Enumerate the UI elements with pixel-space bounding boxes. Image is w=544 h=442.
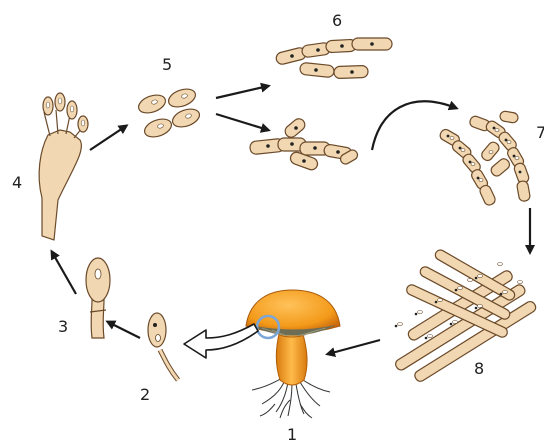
stage-label-6: 6 [332, 11, 342, 30]
stage-label-2: 2 [140, 385, 150, 404]
mature-basidium [39, 93, 88, 240]
stage-label-3: 3 [58, 317, 68, 336]
arrow-5-to-6b [216, 114, 268, 130]
arrow-2-to-3 [108, 322, 140, 338]
arrow-3-to-4 [52, 252, 76, 294]
stage-label-4: 4 [12, 173, 22, 192]
hollow-arrow [184, 324, 258, 358]
mycelium-network [394, 248, 538, 383]
basidiospore-germinating [148, 313, 178, 380]
arrow-4-to-5 [90, 126, 126, 150]
stage-label-8: 8 [474, 359, 484, 378]
young-basidium [86, 258, 110, 338]
stage-label-7: 7 [536, 123, 544, 142]
arrow-5-to-6a [216, 86, 268, 98]
released-spores [136, 86, 202, 141]
mushroom-fruiting-body [246, 290, 340, 418]
arrow-6-to-7 [372, 101, 456, 150]
stage-label-1: 1 [287, 425, 297, 442]
arrow-8-to-1 [328, 340, 380, 354]
stage-label-5: 5 [162, 55, 172, 74]
primary-hyphae [249, 38, 392, 171]
